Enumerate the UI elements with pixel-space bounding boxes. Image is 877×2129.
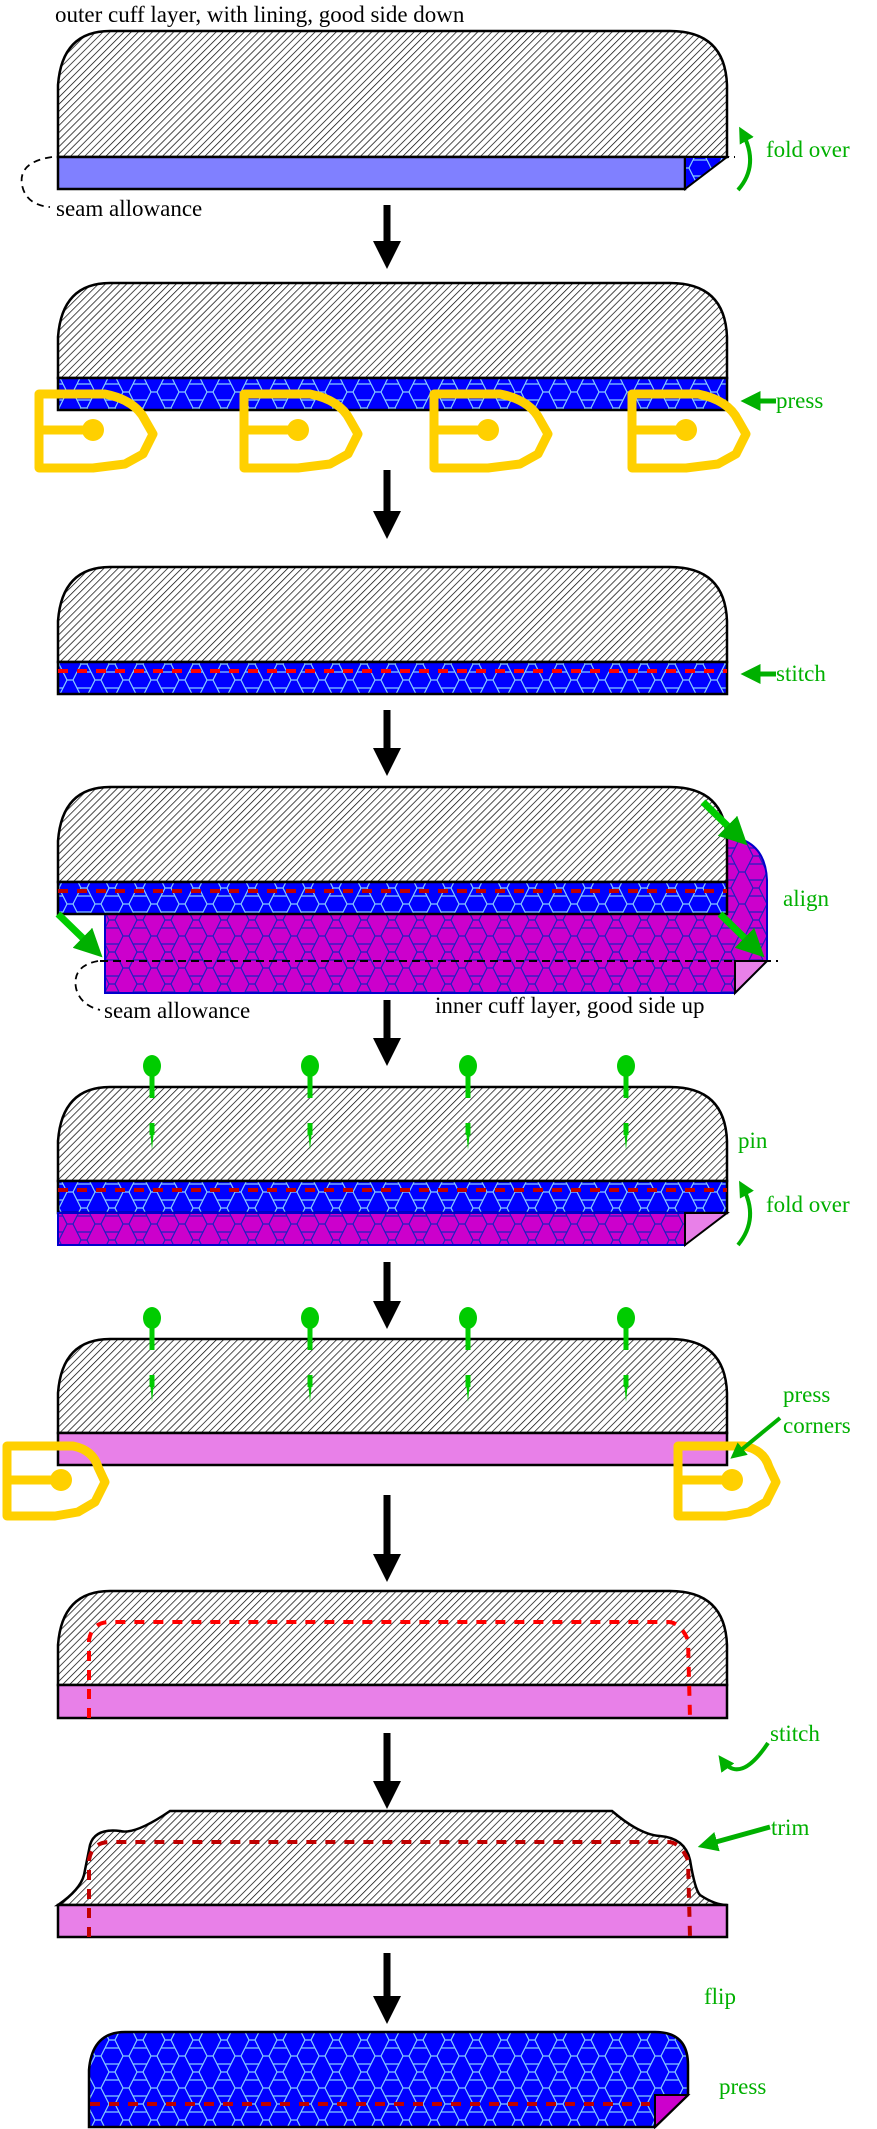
lining-band: [56, 1179, 729, 1215]
iron-icon: [429, 389, 553, 473]
trim-arrow-icon: [697, 1824, 771, 1852]
align-arrow-icon: [55, 911, 103, 958]
pin-icon: [617, 1307, 635, 1402]
press-label: press: [783, 1382, 830, 1407]
inner-cuff-band: [56, 1431, 729, 1467]
trim-label: trim: [771, 1815, 809, 1840]
seam-allowance-bracket: [20, 156, 53, 208]
align-arrow-icon: [700, 799, 748, 846]
seam-allowance-bracket: [74, 960, 101, 1011]
iron-icon: [2, 1441, 110, 1521]
seam-allowance-label: seam allowance: [104, 998, 250, 1023]
step-9: flip press: [87, 1984, 766, 2129]
outer-cuff-shape: [56, 1337, 729, 1435]
outer-cuff-shape: [56, 565, 729, 664]
step-5: pin fold over: [56, 1055, 850, 1329]
seam-allowance-label: seam allowance: [56, 196, 202, 221]
inner-cuff-corner: [684, 1212, 730, 1248]
lining-seam-allowance: [56, 155, 687, 191]
iron-icon: [627, 389, 751, 473]
stitch-line: [87, 1840, 692, 1938]
step-6: press corners: [2, 1307, 851, 1582]
iron-icon: [239, 389, 363, 473]
outer-cuff-shape: [56, 29, 729, 159]
pin-label: pin: [738, 1128, 768, 1153]
inner-cuff-band: [57, 1212, 686, 1246]
outer-cuff-title: outer cuff layer, with lining, good side…: [55, 2, 465, 27]
press-label: press: [719, 2074, 766, 2099]
inner-cuff-band: [56, 1903, 729, 1939]
flip-label: flip: [704, 1984, 736, 2009]
step-7: stitch: [56, 1589, 820, 1809]
pin-icon: [143, 1307, 161, 1402]
pin-icon: [617, 1055, 635, 1150]
press-label: press: [776, 388, 823, 413]
lining-band: [56, 660, 729, 696]
iron-icon: [34, 389, 158, 473]
corners-label: corners: [783, 1413, 851, 1438]
align-arrow-icon: [717, 911, 765, 958]
stitch-label: stitch: [770, 1721, 820, 1746]
lining-band: [56, 376, 729, 412]
pin-icon: [459, 1055, 477, 1150]
lining-band: [56, 880, 729, 916]
finished-cuff-shape: [87, 2030, 690, 2129]
cuff-corner-fold: [654, 2094, 691, 2129]
inner-cuff-corner: [734, 960, 770, 996]
stitch-arrow-icon: [718, 1741, 770, 1773]
outer-cuff-shape: [56, 1589, 729, 1687]
step-4: seam allowance inner cuff layer, good si…: [55, 785, 829, 1066]
press-corners-arrow-icon: [730, 1416, 782, 1459]
fold-over-label: fold over: [766, 137, 850, 162]
step-1: outer cuff layer, with lining, good side…: [20, 2, 850, 269]
pin-icon: [459, 1307, 477, 1402]
inner-cuff-label: inner cuff layer, good side up: [435, 993, 704, 1018]
trimmed-cuff-shape: [53, 1809, 728, 1907]
pin-icon: [301, 1307, 319, 1402]
pin-icon: [143, 1055, 161, 1150]
fold-over-arrow-icon: [736, 126, 754, 192]
align-label: align: [783, 886, 829, 911]
inner-cuff-band: [56, 1683, 729, 1720]
lining-corner-fold: [684, 156, 730, 192]
step-2: press: [34, 281, 823, 539]
stitch-label: stitch: [776, 661, 826, 686]
outer-cuff-shape: [56, 785, 729, 884]
stitch-line: [87, 1620, 692, 1719]
iron-icon: [673, 1441, 781, 1521]
step-3: stitch: [56, 565, 826, 776]
pin-icon: [301, 1055, 319, 1150]
step-8: trim: [53, 1809, 809, 2024]
outer-cuff-shape: [56, 281, 729, 380]
fold-over-label: fold over: [766, 1192, 850, 1217]
outer-cuff-shape: [56, 1085, 729, 1183]
fold-over-arrow-icon: [736, 1180, 754, 1247]
